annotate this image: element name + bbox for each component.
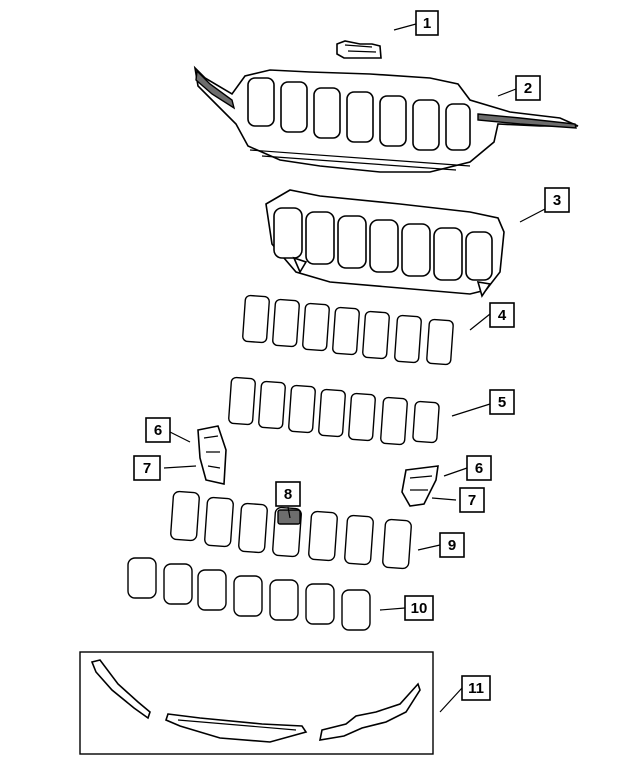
part-6-7-left-bracket <box>197 425 227 485</box>
part-6-7-right-bracket <box>401 465 439 507</box>
callout-label: 8 <box>284 486 292 503</box>
callout-1: 1 <box>415 10 439 36</box>
callout-5: 5 <box>489 389 515 415</box>
callout-label: 1 <box>423 15 431 32</box>
part-10-surround-row <box>127 557 371 631</box>
callout-label: 7 <box>468 492 476 509</box>
callout-6-left: 6 <box>145 417 171 443</box>
callout-7-right: 7 <box>459 487 485 513</box>
part-3-grille-frame <box>265 189 505 298</box>
callout-10: 10 <box>404 595 434 621</box>
callout-9: 9 <box>439 532 465 558</box>
part-2-openings <box>247 77 471 151</box>
callout-8: 8 <box>275 481 301 507</box>
callout-label: 9 <box>448 537 456 554</box>
callout-2: 2 <box>515 75 541 101</box>
callout-label: 6 <box>154 422 162 439</box>
callout-label: 7 <box>143 460 151 477</box>
callout-label: 4 <box>498 307 507 324</box>
part-11-inset <box>79 651 434 755</box>
part-1-bracket <box>336 40 382 59</box>
callout-7-left: 7 <box>133 455 161 481</box>
leader-lines <box>163 23 546 713</box>
callout-4: 4 <box>489 302 515 328</box>
callout-6-right: 6 <box>466 455 492 481</box>
callout-label: 3 <box>553 192 561 209</box>
callout-label: 10 <box>411 600 428 617</box>
callout-label: 2 <box>524 80 532 97</box>
callout-3: 3 <box>544 187 570 213</box>
part-3-openings <box>273 207 493 281</box>
callout-label: 5 <box>498 394 506 411</box>
callout-11: 11 <box>461 675 491 701</box>
callout-label: 6 <box>475 460 483 477</box>
part-2-support-panel <box>193 65 579 173</box>
callout-label: 11 <box>468 680 484 697</box>
part-4-insert-row <box>242 294 454 366</box>
part-5-insert-row <box>228 376 440 446</box>
